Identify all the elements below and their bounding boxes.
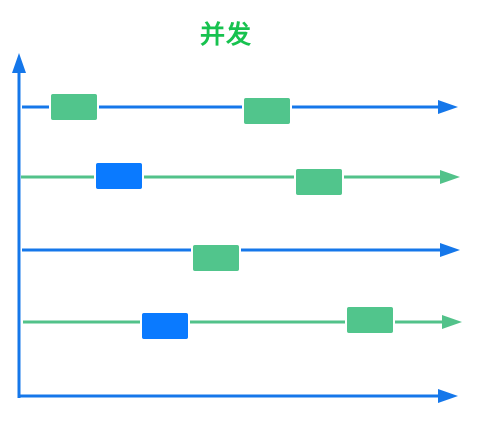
horizontal-axis-arrowhead [438,389,458,403]
lane-1-task-1-box [51,94,97,120]
lane-2-task-2-box [296,169,342,195]
lane-1 [22,92,458,126]
lane-2-task-1-box [96,163,142,189]
lane-1-arrowhead [438,100,458,114]
vertical-axis-arrowhead [12,53,26,73]
diagram-title: 并发 [199,20,252,49]
lane-4-task-1-box [142,313,188,339]
lane-1-task-2-box [244,98,290,124]
lane-4 [23,305,462,341]
lane-4-arrowhead [442,315,462,329]
lane-3 [22,243,460,273]
lane-4-task-2-box [347,307,393,333]
lane-3-arrowhead [440,243,460,257]
lane-2 [21,161,460,197]
lane-2-arrowhead [440,170,460,184]
lane-3-task-1-box [193,245,239,271]
